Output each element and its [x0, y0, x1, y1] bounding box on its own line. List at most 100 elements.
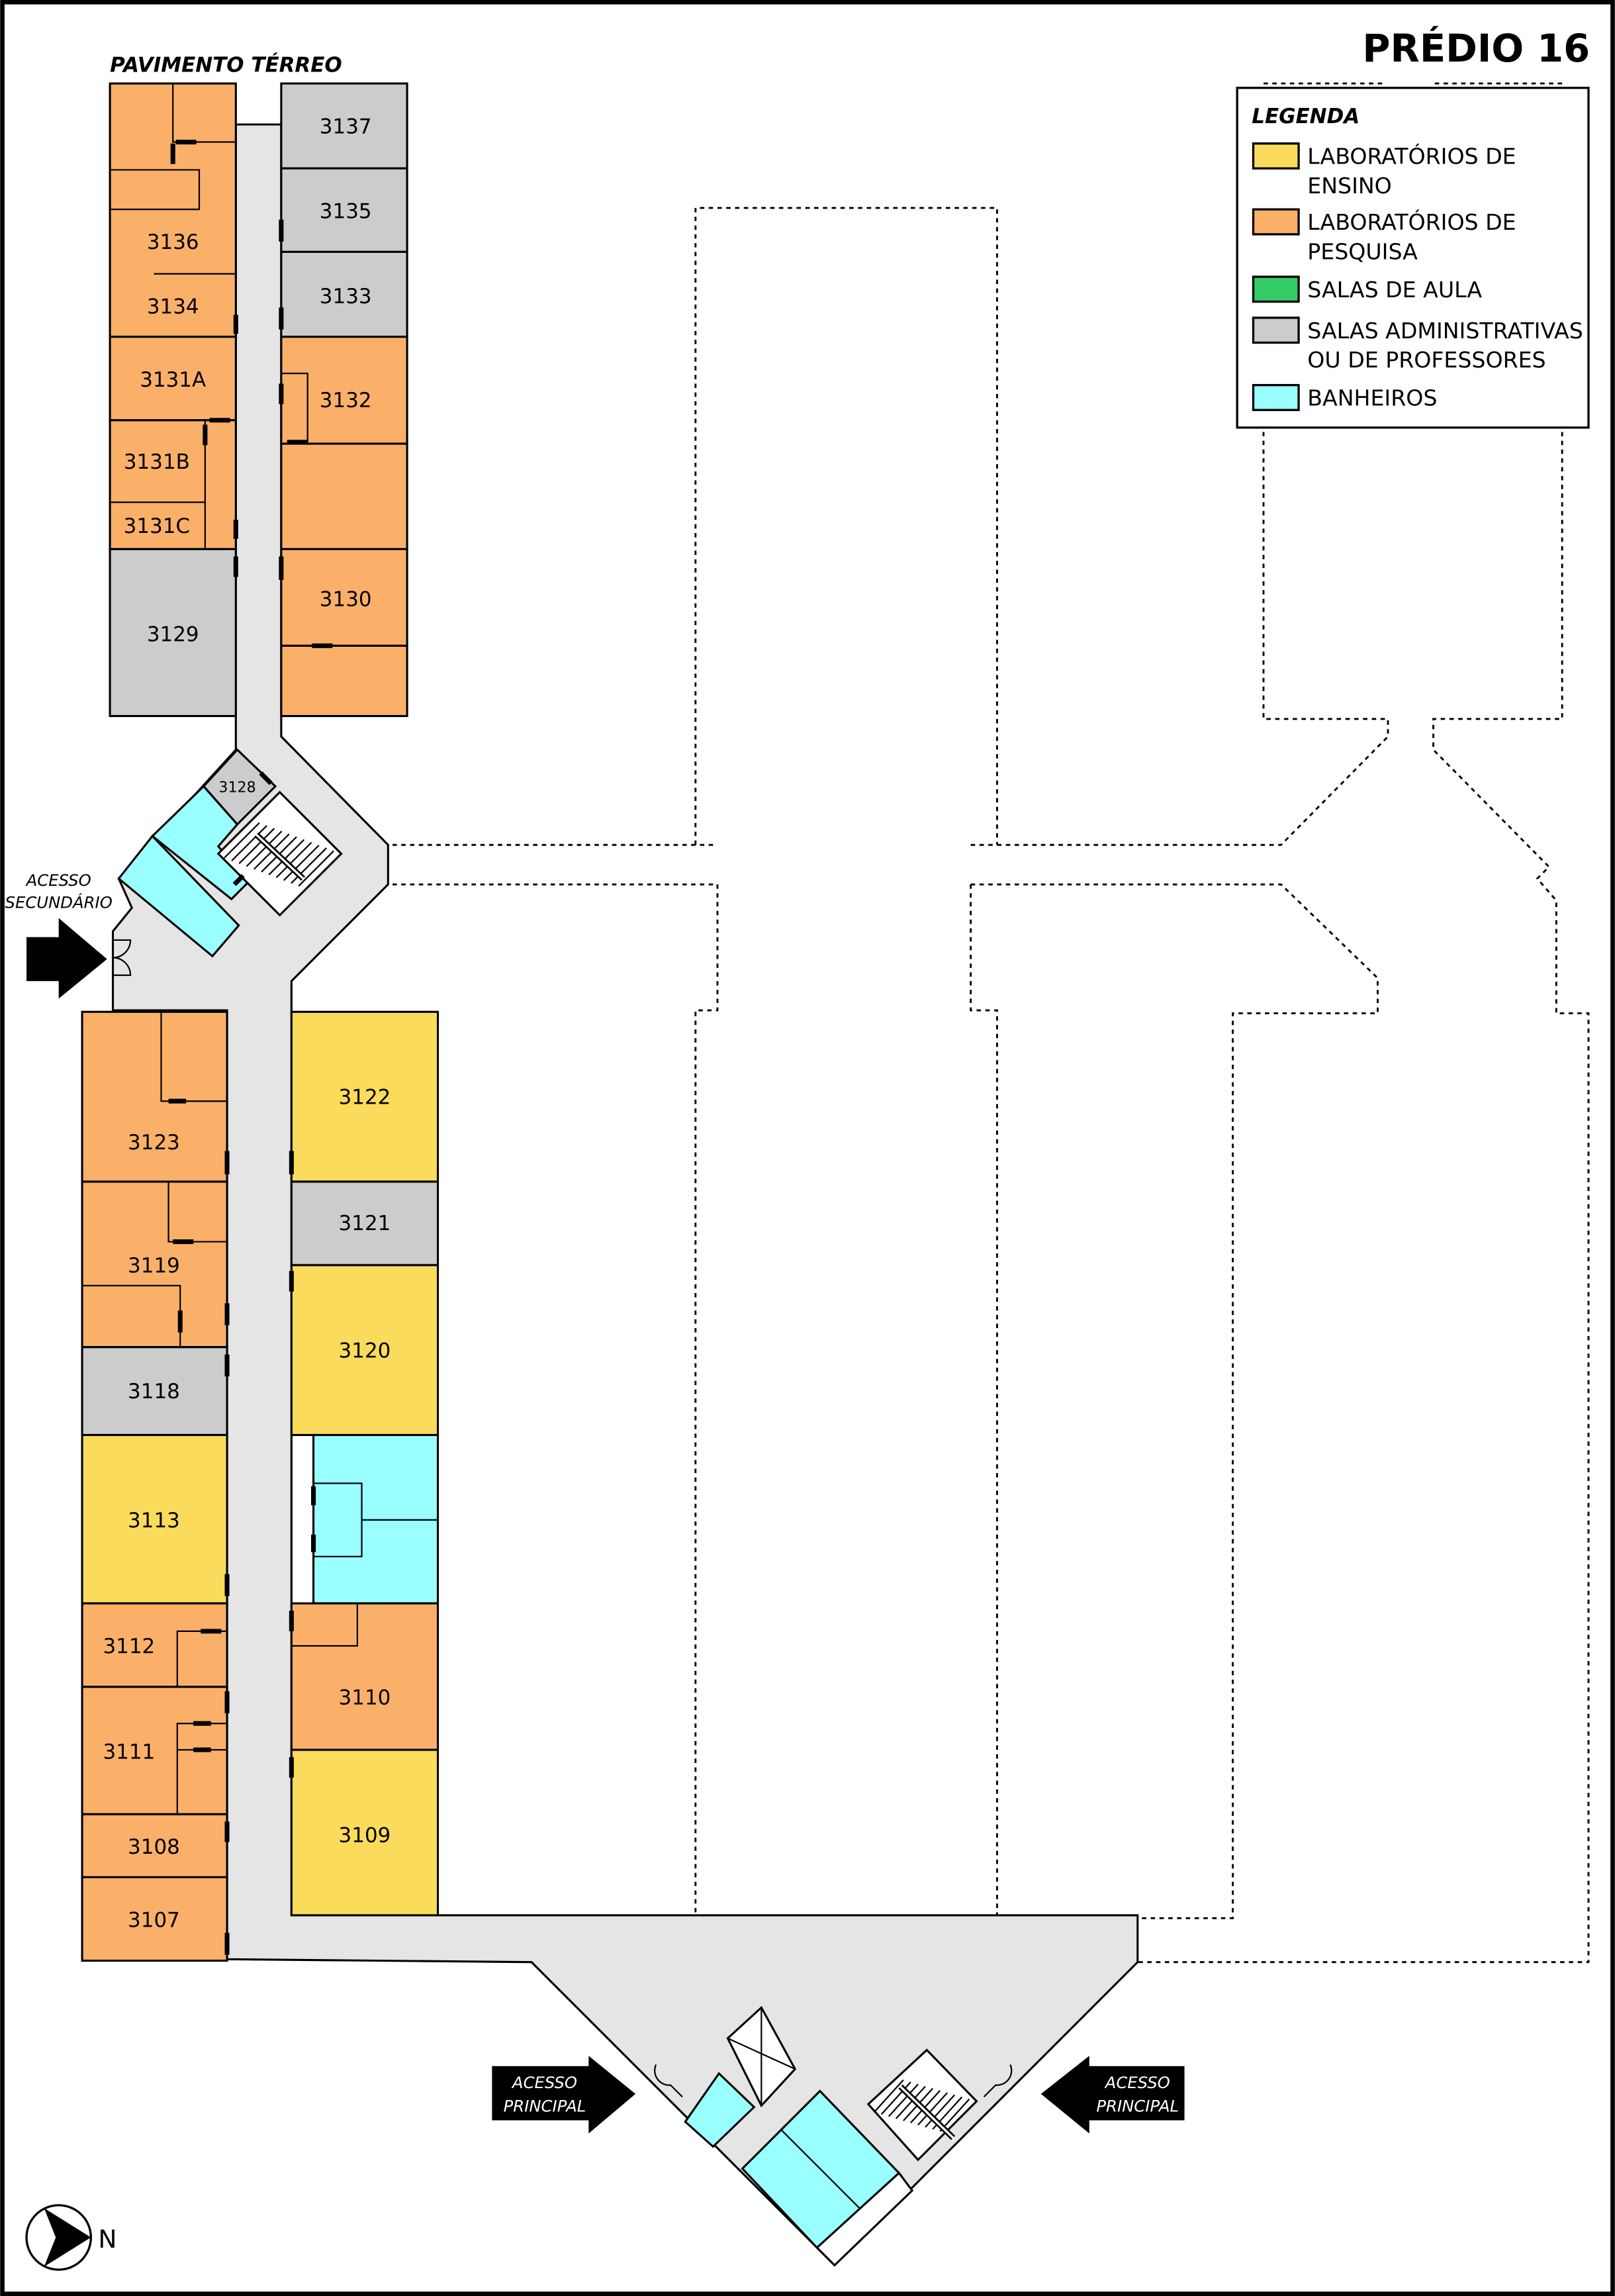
room-label: 3133	[320, 285, 372, 309]
room-label: 3131C	[124, 514, 190, 538]
secondary-access-arrow: ACESSO SECUNDÁRIO	[5, 871, 113, 999]
room-label: 3129	[147, 623, 199, 647]
main-entrance-door[interactable]	[654, 2064, 683, 2097]
legend-swatch	[1252, 316, 1300, 344]
stair-step	[880, 2081, 911, 2115]
north-compass: N	[25, 2204, 117, 2271]
main-access-arrow-right: ACESSO PRINCIPAL	[1040, 2056, 1185, 2134]
secondary-entrance-door[interactable]	[113, 939, 132, 977]
room-3109	[290, 1748, 439, 1917]
main-entrance-door[interactable]	[983, 2064, 1013, 2097]
room-label: 3131A	[140, 368, 206, 392]
lower-left-block: 3123 3119 3118 3113 3112 3111 3108 3107	[81, 1010, 228, 1962]
room-3107	[81, 1876, 228, 1962]
restroom	[684, 2072, 756, 2148]
stair-step	[917, 2092, 948, 2126]
room-label: 3137	[320, 115, 372, 138]
legend-label: ENSINO	[1307, 173, 1391, 199]
restroom	[117, 834, 240, 958]
stair-steps	[873, 2079, 970, 2132]
room-label: 3110	[339, 1686, 391, 1709]
junction-cluster: 3128	[117, 748, 343, 958]
room-label: 3107	[128, 1909, 180, 1933]
room-3121	[290, 1180, 439, 1267]
room-label: 3130	[320, 588, 372, 612]
stair-step	[895, 2085, 926, 2119]
legend-swatch	[1252, 208, 1300, 236]
room-3112	[81, 1602, 228, 1688]
stair-step	[291, 847, 327, 884]
room-unlabeled	[280, 442, 408, 550]
legend: LEGENDA LABORATÓRIOS DE ENSINO LABORATÓRIO…	[1236, 87, 1590, 429]
room-unlabeled	[280, 644, 408, 718]
legend-label: LABORATÓRIOS DE	[1307, 209, 1516, 235]
compass-label: N	[98, 2224, 116, 2254]
stair-step	[910, 2090, 941, 2124]
room-label: 3122	[339, 1086, 391, 1110]
lower-right-block: 3122 3121 3120 3110 3109	[290, 1010, 439, 1917]
room-3132	[280, 336, 408, 445]
room-label: 3118	[128, 1380, 180, 1404]
floor-label: PAVIMENTO TÉRREO	[110, 53, 342, 77]
room-label: 3119	[128, 1254, 180, 1278]
room-label: 3108	[128, 1835, 180, 1859]
stair-step	[238, 828, 275, 865]
room-3122	[290, 1010, 439, 1183]
room-label: 3109	[339, 1823, 391, 1847]
wall-gap	[815, 2171, 914, 2267]
main-lobby	[654, 2005, 1013, 2267]
upper-left-block: 3136 3134 3131A 3131B 3131C 3129	[109, 82, 237, 718]
stair-step	[873, 2079, 904, 2113]
building-title: PRÉDIO 16	[1362, 26, 1590, 71]
stair-step	[224, 822, 260, 859]
room-3130	[280, 548, 408, 647]
legend-swatch	[1252, 142, 1300, 170]
stair-step	[246, 830, 283, 867]
legend-label: SALAS DE AULA	[1307, 277, 1482, 303]
legend-title: LEGENDA	[1252, 105, 1360, 128]
room-label: 3121	[339, 1212, 391, 1235]
legend-swatch	[1252, 384, 1300, 411]
main-access-label: ACESSO	[511, 2073, 577, 2092]
main-access-label: PRINCIPAL	[1096, 2096, 1179, 2115]
stair-step	[283, 844, 320, 881]
room-label: 3135	[320, 200, 372, 224]
legend-label: BANHEIROS	[1307, 385, 1437, 411]
stair-step	[268, 839, 305, 876]
secondary-access-label: SECUNDÁRIO	[5, 892, 113, 912]
room-label: 3136	[147, 230, 199, 254]
main-access-arrow-left: ACESSO PRINCIPAL	[492, 2056, 636, 2134]
room-3131b-c	[109, 419, 237, 550]
legend-label: SALAS ADMINISTRATIVAS	[1307, 318, 1583, 344]
stair-step	[888, 2083, 919, 2117]
north-arrow-icon	[44, 2208, 91, 2267]
room-label: 3111	[103, 1740, 155, 1764]
stair-step	[925, 2094, 956, 2128]
room-label: 3120	[339, 1339, 391, 1363]
legend-label: LABORATÓRIOS DE	[1307, 143, 1516, 169]
room-3123	[81, 1010, 228, 1183]
stair-step	[275, 841, 312, 879]
room-label: 3131B	[124, 450, 190, 474]
stair-step	[231, 825, 267, 861]
room-3110	[290, 1602, 439, 1751]
room-label: 3132	[320, 389, 372, 412]
room-label: 3134	[147, 295, 199, 318]
main-access-label: ACESSO	[1104, 2073, 1170, 2092]
main-access-label: PRINCIPAL	[504, 2096, 586, 2115]
doors	[168, 139, 333, 1955]
room-3108	[81, 1813, 228, 1878]
stair-step	[298, 850, 335, 887]
dotted-outlines	[392, 82, 1590, 1964]
legend-label: OU DE PROFESSORES	[1307, 347, 1546, 373]
legend-label: PESQUISA	[1307, 238, 1418, 264]
room-label: 3128	[218, 779, 255, 796]
room-3119	[81, 1180, 228, 1349]
stair-steps	[224, 822, 335, 887]
upper-right-block: 3137 3135 3133 3132 3130	[280, 82, 408, 718]
room-label: 3112	[103, 1635, 155, 1658]
legend-swatch	[1252, 275, 1300, 303]
room-label: 3113	[128, 1509, 180, 1533]
room-3129	[109, 548, 237, 718]
